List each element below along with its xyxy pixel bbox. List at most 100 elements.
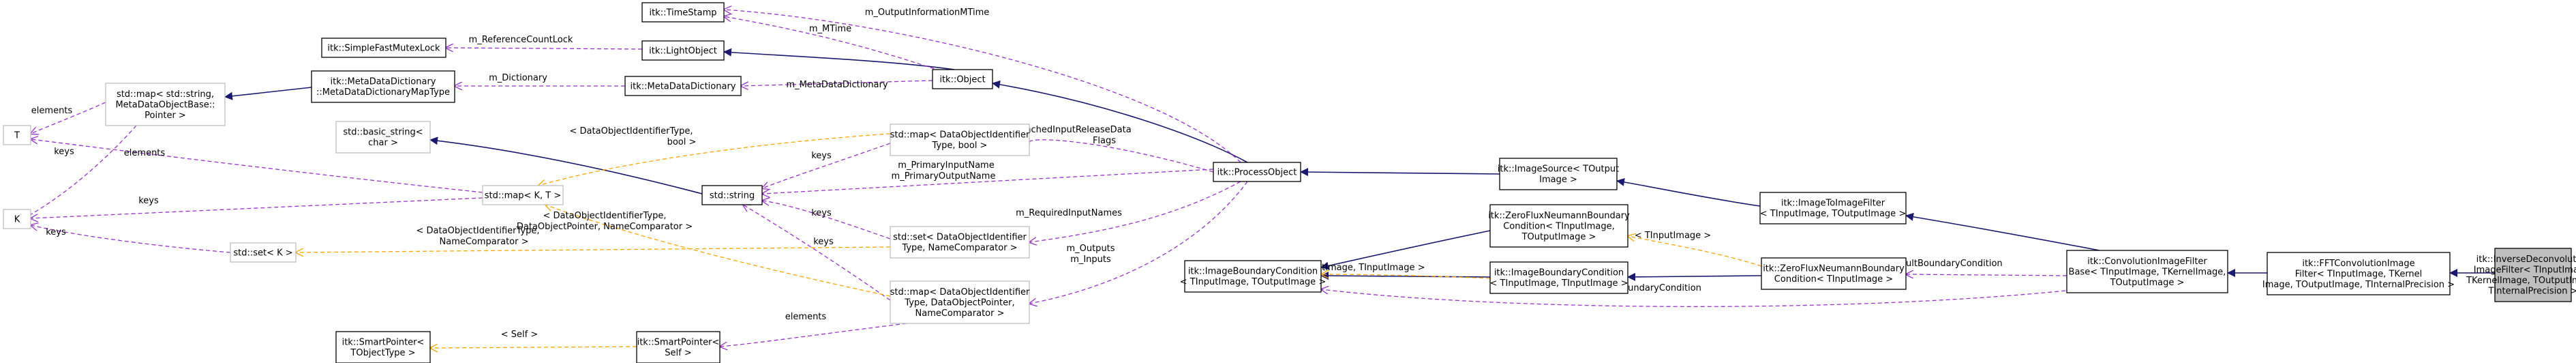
edge-label: m_Dictionary bbox=[489, 73, 547, 83]
class-node-sfml[interactable]: itk::SimpleFastMutexLock bbox=[321, 38, 446, 58]
class-node-box[interactable] bbox=[1489, 261, 1628, 294]
class-node-label: itk::ImageBoundaryCondition bbox=[1494, 268, 1624, 278]
edge-label: < TInputImage > bbox=[1635, 231, 1711, 241]
class-node-label: itk::SmartPointer< bbox=[342, 338, 425, 348]
class-node-label: Image > bbox=[1539, 175, 1577, 185]
class-node-setdo[interactable]: std::set< DataObjectIdentifierType, Name… bbox=[890, 226, 1030, 259]
class-node-label: itk::ImageBoundaryCondition bbox=[1188, 267, 1318, 277]
class-node-box[interactable] bbox=[890, 226, 1030, 259]
class-node-T[interactable]: T bbox=[3, 125, 31, 145]
class-node-mdd[interactable]: itk::MetaDataDictionary::MetaDataDiction… bbox=[311, 70, 455, 103]
class-node-box[interactable] bbox=[701, 185, 763, 205]
edge-label: Flags bbox=[1093, 136, 1116, 146]
edge-label: keys bbox=[54, 147, 74, 157]
class-node-label: itk::ZeroFluxNeumannBoundary bbox=[1763, 264, 1905, 274]
edge-label: m_MetaDataDictionary bbox=[786, 80, 888, 90]
class-node-ibc2[interactable]: itk::ImageBoundaryCondition< TInputImage… bbox=[1489, 261, 1628, 294]
class-node-ibc[interactable]: itk::ImageBoundaryCondition< TInputImage… bbox=[1180, 260, 1326, 293]
class-node-box[interactable] bbox=[890, 124, 1030, 156]
class-node-lo[interactable]: itk::LightObject bbox=[641, 40, 725, 61]
class-node-box[interactable] bbox=[641, 40, 725, 61]
class-node-box[interactable] bbox=[335, 121, 431, 154]
class-node-box[interactable] bbox=[230, 242, 297, 263]
class-node-label: MetaDataObjectBase:: bbox=[115, 100, 215, 110]
class-node-box[interactable] bbox=[624, 76, 742, 96]
edge-label: elements bbox=[31, 106, 73, 116]
class-node-label: itk::FFTConvolutionImage bbox=[2302, 259, 2414, 269]
class-node-K[interactable]: K bbox=[3, 209, 31, 229]
class-node-label: itk::InverseDeconvolution bbox=[2476, 255, 2576, 265]
class-node-box[interactable] bbox=[321, 38, 446, 58]
class-node-box[interactable] bbox=[311, 70, 455, 103]
class-node-mapdo[interactable]: std::map< DataObjectIdentifierType, bool… bbox=[890, 124, 1030, 156]
class-node-label: itk::ImageToImageFilter bbox=[1781, 199, 1885, 209]
class-node-label: itk::MetaDataDictionary bbox=[331, 77, 436, 87]
edge-label: m_MTime bbox=[809, 24, 851, 34]
class-node-mdo[interactable]: itk::MetaDataDictionary bbox=[624, 76, 742, 96]
edge-label: bool > bbox=[667, 137, 697, 147]
class-node-setK[interactable]: std::set< K > bbox=[230, 242, 297, 263]
edge-label: m_PrimaryInputName bbox=[898, 160, 994, 171]
class-node-box[interactable] bbox=[1489, 204, 1628, 248]
class-node-box[interactable] bbox=[2494, 248, 2572, 302]
class-node-is[interactable]: itk::ImageSource< TOutputImage > bbox=[1498, 158, 1619, 190]
class-node-po[interactable]: itk::ProcessObject bbox=[1213, 162, 1301, 182]
class-node-box[interactable] bbox=[1761, 257, 1907, 290]
class-node-label: itk::Object bbox=[939, 74, 985, 85]
class-node-idc[interactable]: itk::InverseDeconvolutionImageFilter< TI… bbox=[2466, 248, 2576, 302]
class-node-box[interactable] bbox=[482, 185, 564, 205]
class-node-label: std::map< DataObjectIdentifier bbox=[890, 287, 1030, 297]
class-node-label: Base< TInputImage, TKernelImage, bbox=[2069, 267, 2226, 277]
class-node-box[interactable] bbox=[1184, 260, 1322, 293]
edge-label: < DataObjectIdentifierType, bbox=[543, 211, 667, 221]
class-node-mapstr[interactable]: std::map< std::string,MetaDataObjectBase… bbox=[105, 83, 226, 126]
edge-label: DataObjectPointer, NameComparator > bbox=[517, 222, 693, 232]
class-node-label: std::basic_string< bbox=[343, 128, 423, 138]
class-node-box[interactable] bbox=[335, 331, 431, 363]
class-node-label: Condition< TInputImage, bbox=[1503, 221, 1615, 231]
class-node-spT[interactable]: itk::SmartPointer<TObjectType > bbox=[335, 331, 431, 363]
class-node-label: char > bbox=[368, 138, 398, 148]
class-node-label: T bbox=[14, 130, 20, 141]
edge-label: NameComparator > bbox=[440, 237, 529, 247]
class-node-iif[interactable]: itk::ImageToImageFilter< TInputImage, TO… bbox=[1759, 192, 1907, 224]
class-node-label: Type, NameComparator > bbox=[901, 243, 1017, 253]
class-node-label: itk::ConvolutionImageFilter bbox=[2087, 257, 2207, 267]
edge-label: m_OutputInformationMTime bbox=[865, 8, 990, 18]
class-node-box[interactable] bbox=[932, 69, 993, 89]
class-node-mapdop[interactable]: std::map< DataObjectIdentifierType, Data… bbox=[890, 280, 1030, 324]
class-node-box[interactable] bbox=[2066, 250, 2228, 293]
class-node-obj[interactable]: itk::Object bbox=[932, 69, 993, 89]
class-node-label: std::map< std::string, bbox=[117, 89, 214, 100]
class-node-box[interactable] bbox=[2267, 252, 2451, 295]
class-node-spS[interactable]: itk::SmartPointer<Self > bbox=[636, 331, 721, 363]
class-node-label: std::map< DataObjectIdentifier bbox=[890, 130, 1030, 141]
class-node-box[interactable] bbox=[3, 209, 31, 229]
class-node-box[interactable] bbox=[641, 2, 725, 23]
edge-label: keys bbox=[46, 227, 66, 237]
edge-label: m_Inputs bbox=[1070, 255, 1111, 265]
edge-label: < DataObjectIdentifierType, bbox=[416, 226, 540, 236]
class-node-str[interactable]: std::string bbox=[701, 185, 763, 205]
class-node-box[interactable] bbox=[1499, 158, 1618, 190]
class-node-mapKT[interactable]: std::map< K, T > bbox=[482, 185, 564, 205]
class-node-ts[interactable]: itk::TimeStamp bbox=[641, 2, 725, 23]
class-node-bstr[interactable]: std::basic_string<char > bbox=[335, 121, 431, 154]
class-node-label: std::string bbox=[710, 190, 755, 201]
class-node-box[interactable] bbox=[1759, 192, 1907, 224]
class-node-label: NameComparator > bbox=[915, 308, 1005, 319]
class-node-box[interactable] bbox=[105, 83, 226, 126]
class-node-label: itk::LightObject bbox=[649, 46, 717, 56]
class-node-label: itk::TimeStamp bbox=[649, 8, 716, 18]
class-node-box[interactable] bbox=[3, 125, 31, 145]
class-node-box[interactable] bbox=[636, 331, 721, 363]
class-node-label: itk::SimpleFastMutexLock bbox=[327, 43, 440, 53]
class-node-box[interactable] bbox=[1213, 162, 1301, 182]
class-node-box[interactable] bbox=[890, 280, 1030, 324]
